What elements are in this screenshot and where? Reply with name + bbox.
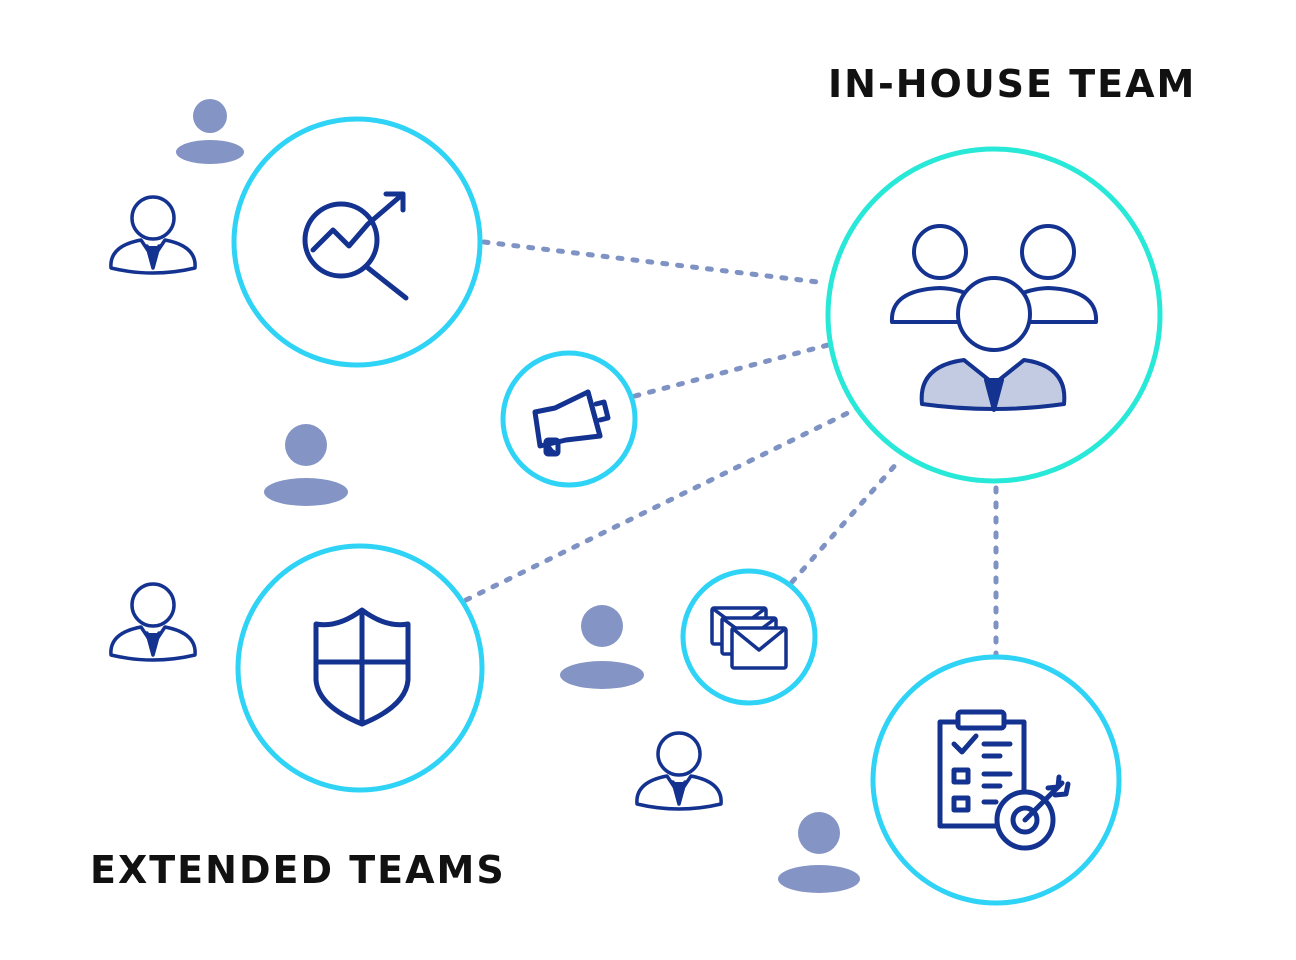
planning-node-ring	[870, 654, 1122, 906]
envelopes-icon	[710, 606, 788, 670]
analytics-magnifier-icon	[302, 191, 409, 301]
node-rings	[231, 116, 1163, 906]
person-silhouette-icon	[264, 424, 348, 506]
in-house-team-label: IN-HOUSE TEAM	[828, 62, 1197, 106]
extended-teams-label: EXTENDED TEAMS	[90, 848, 506, 892]
connectors	[463, 239, 999, 657]
analytics-node-ring	[231, 116, 483, 368]
connector-marketing	[632, 342, 831, 399]
marketing-node-ring	[500, 350, 638, 488]
person-silhouettes	[176, 99, 860, 893]
team-group-icon	[889, 224, 1099, 412]
connector-email	[789, 459, 901, 585]
businessman-icon	[635, 731, 723, 811]
megaphone-icon	[532, 389, 611, 457]
businessman-icons	[109, 195, 723, 811]
checklist-target-icon	[937, 709, 1071, 851]
businessman-icon	[109, 582, 197, 662]
person-silhouette-icon	[778, 812, 860, 893]
businessman-icon	[109, 195, 197, 275]
shield-icon	[313, 607, 411, 727]
person-silhouette-icon	[560, 605, 644, 689]
connector-analytics	[481, 239, 829, 286]
connector-security	[463, 405, 861, 603]
person-silhouette-icon	[176, 99, 244, 164]
